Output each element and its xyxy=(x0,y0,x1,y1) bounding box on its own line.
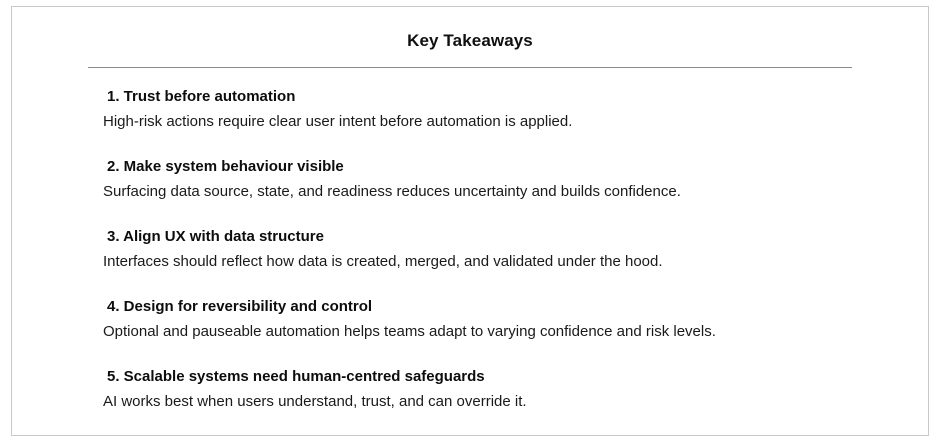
list-item: 4. Design for reversibility and control … xyxy=(12,296,928,343)
takeaway-list: 1. Trust before automation High-risk act… xyxy=(12,68,928,413)
list-item: 2. Make system behaviour visible Surfaci… xyxy=(12,156,928,203)
takeaway-body: AI works best when users understand, tru… xyxy=(103,393,527,410)
takeaway-heading: 2. Make system behaviour visible xyxy=(107,158,344,175)
takeaway-heading: 1. Trust before automation xyxy=(107,88,296,105)
takeaway-body: High-risk actions require clear user int… xyxy=(103,113,573,130)
page-title: Key Takeaways xyxy=(407,31,533,50)
list-item: 3. Align UX with data structure Interfac… xyxy=(12,226,928,273)
list-item: 5. Scalable systems need human-centred s… xyxy=(12,366,928,413)
takeaway-body: Surfacing data source, state, and readin… xyxy=(103,183,681,200)
key-takeaways-card: Key Takeaways 1. Trust before automation… xyxy=(11,6,929,436)
takeaway-heading: 4. Design for reversibility and control xyxy=(107,298,373,315)
takeaway-heading: 3. Align UX with data structure xyxy=(107,228,324,245)
takeaway-body: Interfaces should reflect how data is cr… xyxy=(103,253,663,270)
list-item: 1. Trust before automation High-risk act… xyxy=(12,86,928,133)
title-divider xyxy=(88,67,852,68)
takeaway-body: Optional and pauseable automation helps … xyxy=(103,323,716,340)
takeaway-heading: 5. Scalable systems need human-centred s… xyxy=(107,368,485,385)
